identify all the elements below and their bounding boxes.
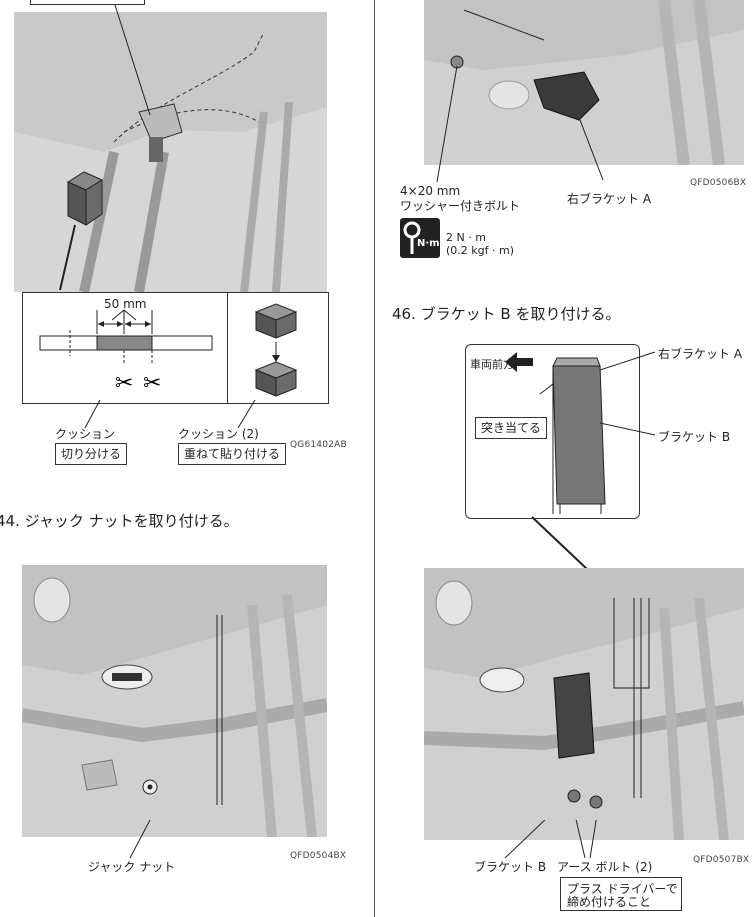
bracket-b-photo-leaders — [504, 820, 597, 859]
cut-dimension: 50 mm — [104, 297, 147, 311]
jack-nut-photo-drawing — [22, 565, 327, 837]
cushion-detail-divider — [227, 292, 228, 403]
bracket-b-photo — [424, 568, 744, 840]
bracket-a-leaders — [436, 65, 604, 183]
step-46-heading: 46. ブラケット B を取り付ける。 — [392, 305, 621, 323]
front-label: 車両前方 — [470, 358, 514, 371]
jack-nut-leader — [129, 820, 151, 859]
torque-kgf: (0.2 kgf · m) — [446, 244, 515, 257]
bracket-a-label: 右ブラケット A — [567, 192, 652, 206]
stack-instruction: 重ねて貼り付ける — [178, 443, 287, 465]
wrench-icon — [403, 221, 421, 254]
figure-code-3: QFD0506BX — [690, 178, 747, 188]
stack-diagram — [254, 303, 298, 397]
butt-label: 突き当てる — [475, 417, 548, 439]
cushion-label: クッション — [55, 427, 116, 441]
jack-nut-photo — [22, 565, 327, 837]
detail-leaders — [84, 400, 256, 429]
torque-nm: 2 N · m — [446, 231, 486, 244]
cushion-photo-drawing — [14, 12, 327, 292]
cushion-block-icon — [66, 171, 104, 226]
bracket-b-photo-drawing — [424, 568, 744, 840]
svg-text:✂: ✂ — [143, 371, 161, 396]
bracket-b-detail-label: ブラケット B — [658, 430, 731, 444]
cut-instruction: 切り分ける — [55, 443, 128, 465]
cut-diagram: ✂ ✂ — [39, 309, 213, 396]
cushion2-label: クッション (2) — [178, 427, 259, 441]
torque-icon-text: N·m — [417, 238, 440, 249]
bracket-a-detail-label: 右ブラケット A — [658, 347, 743, 361]
leader-lines-top — [59, 4, 151, 291]
bracket-b-label: ブラケット B — [474, 860, 547, 874]
bracket-b-detail-leaders — [600, 351, 656, 436]
figure-code-1: QG61402AB — [290, 440, 347, 450]
svg-text:✂: ✂ — [115, 371, 133, 396]
bracket-a-photo — [424, 0, 744, 165]
leader-top — [30, 0, 145, 5]
bracket-a-photo-drawing — [424, 0, 744, 165]
screwdriver-note-line1: プラス ドライバーで — [567, 882, 678, 896]
column-divider — [374, 0, 375, 917]
bolt-size: 4×20 mm — [400, 184, 461, 198]
screwdriver-note-line2: 締め付けること — [567, 895, 652, 909]
bracket-b-detail-drawing — [505, 352, 606, 514]
bolt-desc: ワッシャー付きボルト — [400, 199, 521, 213]
ground-bolt-label: アース ボルト (2) — [557, 860, 653, 874]
front-arrow-icon — [505, 352, 533, 372]
screwdriver-note: プラス ドライバーで 締め付けること — [560, 877, 682, 911]
cushion-photo — [14, 12, 327, 292]
torque-icon: N·m — [400, 218, 440, 258]
step-44-heading: 44. ジャック ナットを取り付ける。 — [0, 512, 239, 530]
figure-code-4: QFD0507BX — [693, 855, 750, 865]
figure-code-2: QFD0504BX — [290, 851, 347, 861]
jack-nut-label: ジャック ナット — [88, 860, 176, 874]
